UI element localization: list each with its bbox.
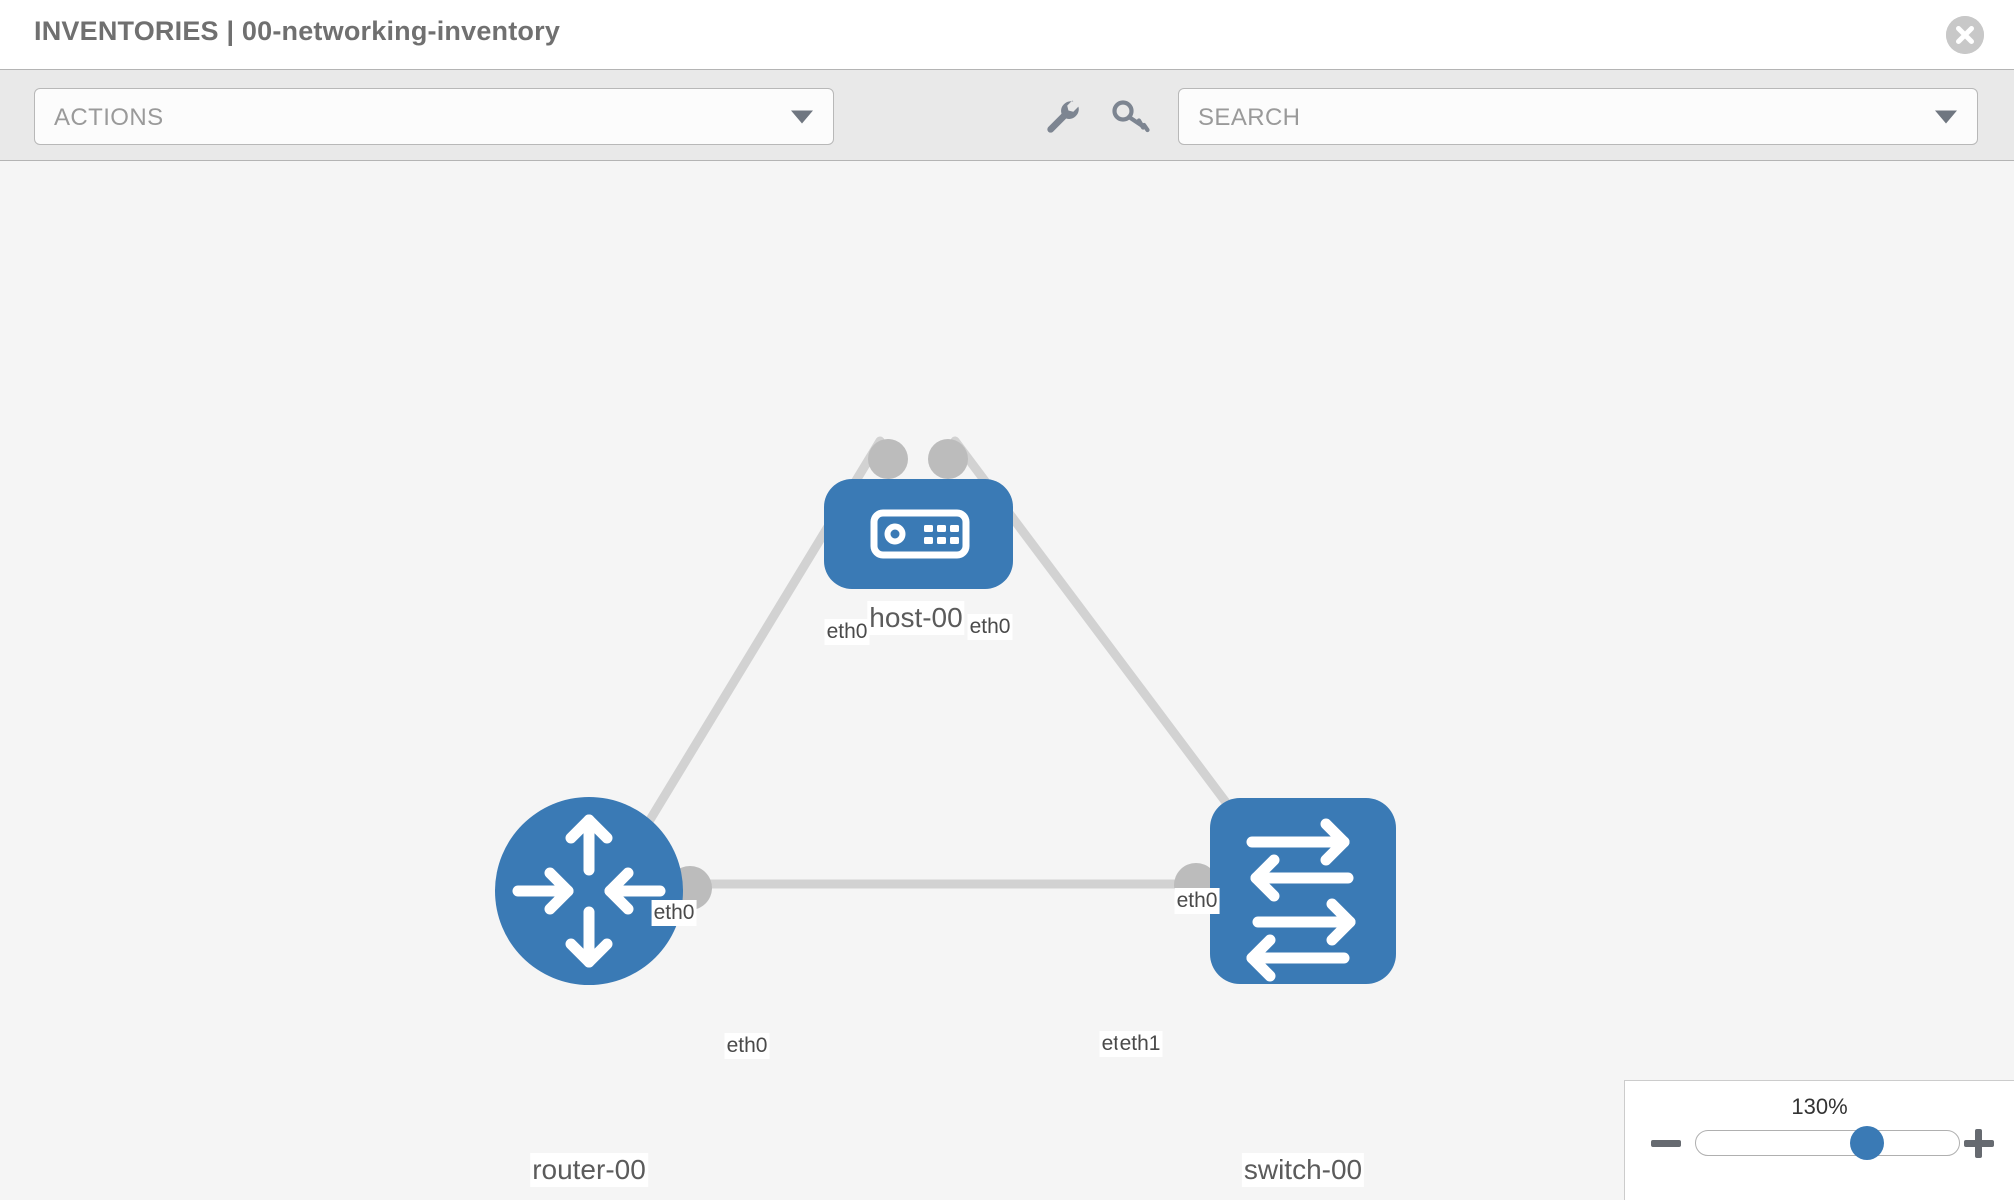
toolbar: ACTIONS SEARCH — [0, 69, 2014, 161]
iface-dot — [868, 439, 908, 479]
chevron-down-icon — [1935, 110, 1957, 123]
iface-label: eth0 — [651, 900, 697, 926]
search-input[interactable]: SEARCH — [1178, 88, 1978, 145]
plus-icon[interactable] — [1962, 1126, 1996, 1160]
actions-dropdown[interactable]: ACTIONS — [34, 88, 834, 145]
node-label-router-00: router-00 — [530, 1153, 648, 1187]
zoom-slider-thumb[interactable] — [1849, 1126, 1884, 1160]
chevron-down-icon — [791, 110, 813, 123]
router-icon — [512, 814, 666, 968]
topology-canvas[interactable]: eth0 eth0 eth0 eth0 eth0 eth0 eth1 host-… — [0, 161, 2014, 1200]
window-header: INVENTORIES | 00-networking-inventory — [0, 0, 2014, 69]
iface-label: eth0 — [1174, 888, 1220, 914]
minus-icon[interactable] — [1649, 1126, 1683, 1160]
node-label-host-00: host-00 — [867, 601, 965, 635]
node-switch-00[interactable] — [1210, 798, 1396, 984]
node-host-00[interactable] — [824, 479, 1013, 589]
topology-graph[interactable] — [0, 161, 2014, 1200]
close-icon[interactable] — [1946, 16, 1984, 54]
zoom-slider[interactable] — [1695, 1126, 1960, 1160]
node-router-00[interactable] — [495, 797, 683, 985]
actions-dropdown-label: ACTIONS — [54, 104, 164, 131]
iface-label: eth0 — [724, 1033, 770, 1059]
server-icon — [870, 509, 970, 559]
iface-dot — [928, 439, 968, 479]
node-label-switch-00: switch-00 — [1241, 1153, 1365, 1187]
wrench-icon[interactable] — [1040, 94, 1084, 138]
search-placeholder: SEARCH — [1198, 104, 1301, 131]
page-title: INVENTORIES | 00-networking-inventory — [34, 16, 561, 46]
zoom-control-panel: 130% — [1624, 1080, 2014, 1200]
iface-label: eth0 — [967, 614, 1013, 640]
iface-label: eth1 — [1117, 1031, 1163, 1057]
switch-icon — [1246, 818, 1356, 982]
key-icon[interactable] — [1108, 94, 1152, 138]
iface-label: eth0 — [824, 619, 870, 645]
zoom-level-label: 130% — [1791, 1094, 1848, 1119]
